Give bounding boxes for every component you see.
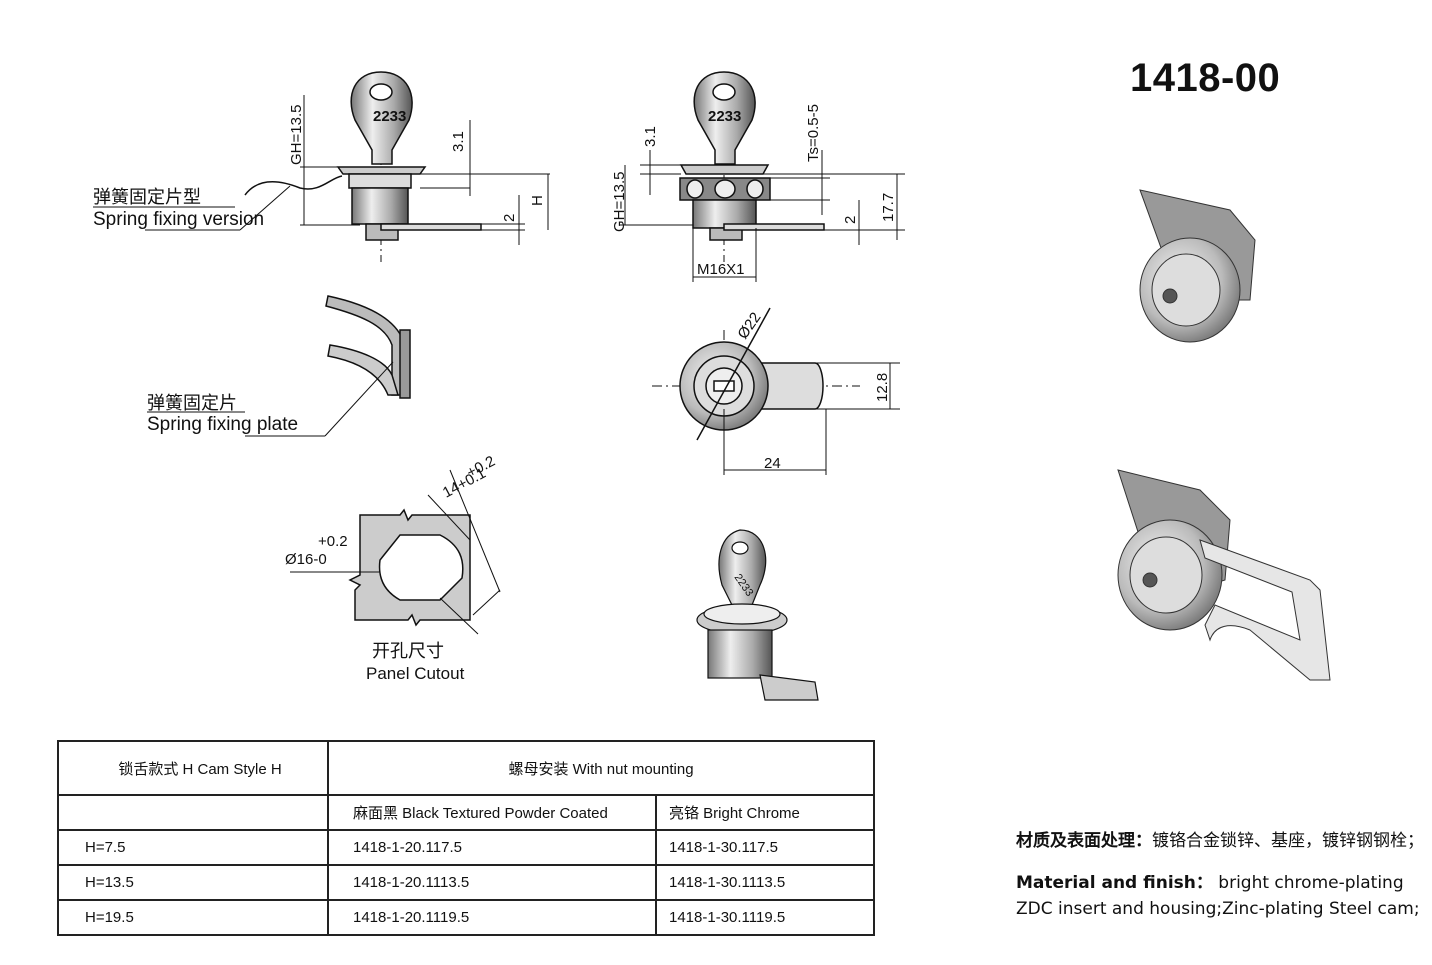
material-notes: 材质及表面处理：镀铬合金锁锌、基座，镀锌钢钢栓； Material and fi… <box>1016 828 1426 922</box>
dim-17-7: 17.7 <box>880 193 897 222</box>
header-finish-chrome: 亮铬 Bright Chrome <box>655 794 875 831</box>
spec-table: 锁舌款式 H Cam Style H 螺母安装 With nut mountin… <box>57 740 875 936</box>
label-cutout-en: Panel Cutout <box>366 664 465 683</box>
dim-thread: M16X1 <box>697 261 745 278</box>
material-en: Material and finish： bright chrome-plati… <box>1016 873 1420 919</box>
material-cn: 材质及表面处理：镀铬合金锁锌、基座，镀锌钢钢栓； <box>1016 831 1424 851</box>
table-row: H=19.5 1418-1-20.1119.5 1418-1-30.1119.5 <box>57 899 875 936</box>
table-finish-row: 麻面黑 Black Textured Powder Coated 亮铬 Brig… <box>57 794 875 831</box>
dim-hole: Ø16-0 <box>285 551 327 568</box>
label-spring-version-cn: 弹簧固定片型 <box>93 187 201 208</box>
dim-3-1-right: 3.1 <box>642 126 659 147</box>
key-number: 2233 <box>373 108 406 125</box>
product-model-title: 1418-00 <box>1130 56 1281 100</box>
header-cam-style: 锁舌款式 H Cam Style H <box>57 740 329 796</box>
panel-cutout <box>290 469 501 635</box>
table-row: H=13.5 1418-1-20.1113.5 1418-1-30.1113.5 <box>57 864 875 901</box>
dim-3-1-left: 3.1 <box>450 131 467 152</box>
render-lock-cam <box>1139 189 1256 343</box>
side-view-nut-version <box>620 71 905 282</box>
front-view <box>652 307 900 475</box>
label-spring-version-en: Spring fixing version <box>93 209 264 230</box>
render-lock-spring <box>1117 469 1331 681</box>
dim-24: 24 <box>764 455 781 472</box>
dim-2-left: 2 <box>501 214 518 222</box>
table-row: H=7.5 1418-1-20.117.5 1418-1-30.117.5 <box>57 829 875 866</box>
header-finish-black: 麻面黑 Black Textured Powder Coated <box>327 794 657 831</box>
dim-gh-right: GH=13.5 <box>611 172 628 232</box>
label-spring-plate-cn: 弹簧固定片 <box>147 393 237 414</box>
table-header-row: 锁舌款式 H Cam Style H 螺母安装 With nut mountin… <box>57 740 875 796</box>
dim-2-right: 2 <box>842 216 859 224</box>
dim-gh-left: GH=13.5 <box>288 105 305 165</box>
label-spring-plate-en: Spring fixing plate <box>147 414 298 435</box>
key-number-right: 2233 <box>708 108 741 125</box>
spring-fixing-plate <box>325 295 411 399</box>
isometric-lock-with-key <box>696 529 819 701</box>
dim-h: H <box>529 195 546 206</box>
dim-ts: Ts=0.5-5 <box>805 104 822 162</box>
side-view-spring-version: 2233 <box>244 71 550 262</box>
header-mounting: 螺母安装 With nut mounting <box>327 740 875 796</box>
label-cutout-cn: 开孔尺寸 <box>372 641 444 662</box>
dim-hole-tol: +0.2 <box>318 533 348 550</box>
dim-12-8: 12.8 <box>874 373 891 402</box>
